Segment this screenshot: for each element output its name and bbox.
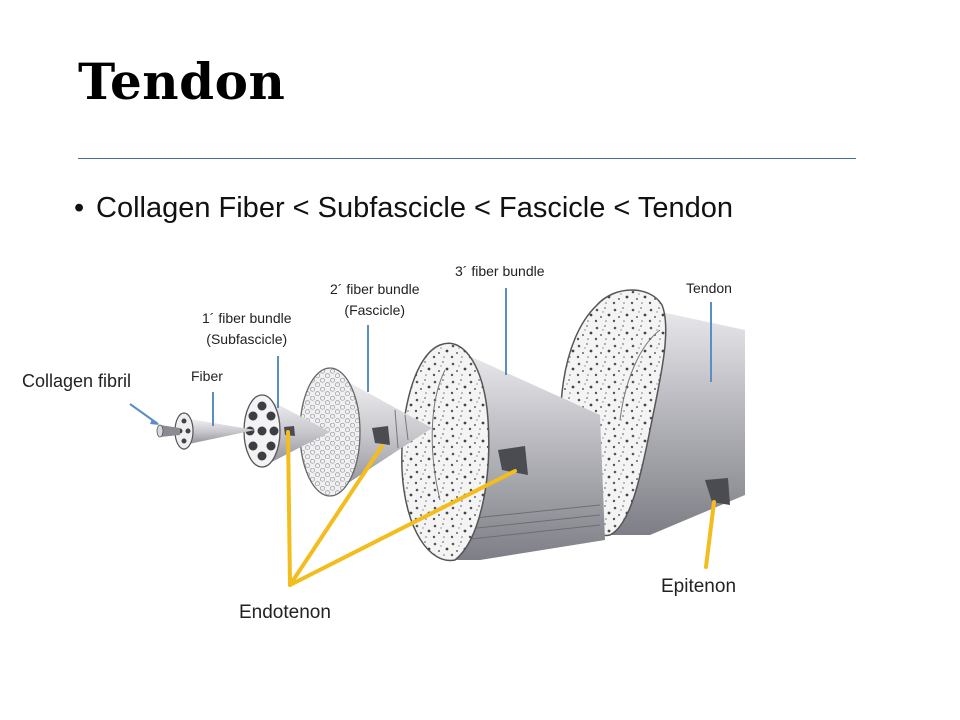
label-tendon: Tendon (686, 280, 732, 296)
label-tertiary-bundle: 3´ fiber bundle (455, 263, 545, 279)
epitenon-line (704, 500, 716, 569)
label-primary-bundle-line2: (Subfascicle) (206, 331, 288, 347)
tertiary-bundle-structure (401, 342, 605, 562)
label-collagen-fibril: Collagen fibril (22, 371, 132, 391)
label-secondary-bundle: 2´ fiber bundle (Fascicle) (330, 279, 420, 321)
hierarchy-text: Collagen Fiber < Subfascicle < Fascicle … (96, 192, 734, 224)
endotenon-flap-large (498, 446, 528, 475)
slide-title: Tendon (78, 52, 286, 111)
subfascicle-fibers (245, 401, 279, 461)
label-pointers (129, 288, 712, 426)
title-divider (78, 158, 856, 159)
hierarchy-bullet: • Collagen Fiber < Subfascicle < Fascicle… (74, 192, 733, 225)
label-primary-bundle: 1´ fiber bundle (Subfascicle) (202, 308, 292, 350)
endotenon-line-3 (288, 469, 517, 587)
label-secondary-bundle-line2: (Fascicle) (344, 302, 406, 318)
epitenon-flap (705, 478, 730, 505)
label-epitenon: Epitenon (661, 576, 737, 597)
tertiary-cross-section (401, 342, 490, 562)
fiber-structure (174, 412, 255, 450)
endotenon-pointers (286, 430, 716, 587)
endotenon-flap-medium (372, 426, 390, 445)
label-primary-bundle-line1: 1´ fiber bundle (202, 310, 292, 326)
collagen-fibril-structure (156, 424, 180, 438)
bullet-dot-icon: • (74, 192, 85, 224)
pointer-arrowhead-icon (150, 419, 159, 425)
label-secondary-bundle-line1: 2´ fiber bundle (330, 281, 420, 297)
primary-bundle-structure (243, 394, 330, 468)
label-endotenon: Endotenon (239, 602, 331, 623)
endotenon-line-2 (288, 444, 384, 587)
label-fiber: Fiber (191, 368, 223, 384)
endotenon-line-1 (286, 430, 292, 587)
